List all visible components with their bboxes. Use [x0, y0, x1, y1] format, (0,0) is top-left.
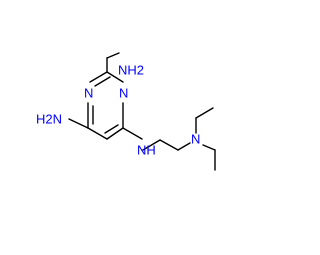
bond-c6-nh: [122, 127, 143, 140]
label-nh: NH: [137, 143, 156, 158]
label-ring-n3: N: [84, 86, 93, 101]
bond-c4-h2n: [68, 118, 89, 129]
bond-c2-n1: [106, 71, 124, 83]
bond-ethyl1-ch3: [195, 107, 214, 119]
bond-to-nh2: [106, 52, 120, 59]
label-nh2: NH2: [118, 63, 144, 78]
bond-ch2-n: [177, 142, 191, 151]
bond-n-ethyl2: [202, 144, 216, 151]
structure-svg: NH2 H2N N N NH N: [36, 52, 216, 171]
bond-ch2-ch2: [159, 139, 179, 151]
bond-c5-c4: [87, 127, 108, 140]
molecule-diagram: NH2 H2N N N NH N: [36, 52, 216, 171]
label-h2n: H2N: [36, 112, 62, 127]
bond-nh-ch2: [142, 139, 161, 151]
bond-c6-c5: [106, 127, 124, 140]
bond-c2-n3-inner: [94, 76, 111, 87]
bond-c2-n3: [89, 71, 108, 83]
label-amine-n: N: [191, 132, 200, 147]
label-ring-n1: N: [119, 86, 128, 101]
bond-c6-c5-inner: [104, 124, 119, 134]
